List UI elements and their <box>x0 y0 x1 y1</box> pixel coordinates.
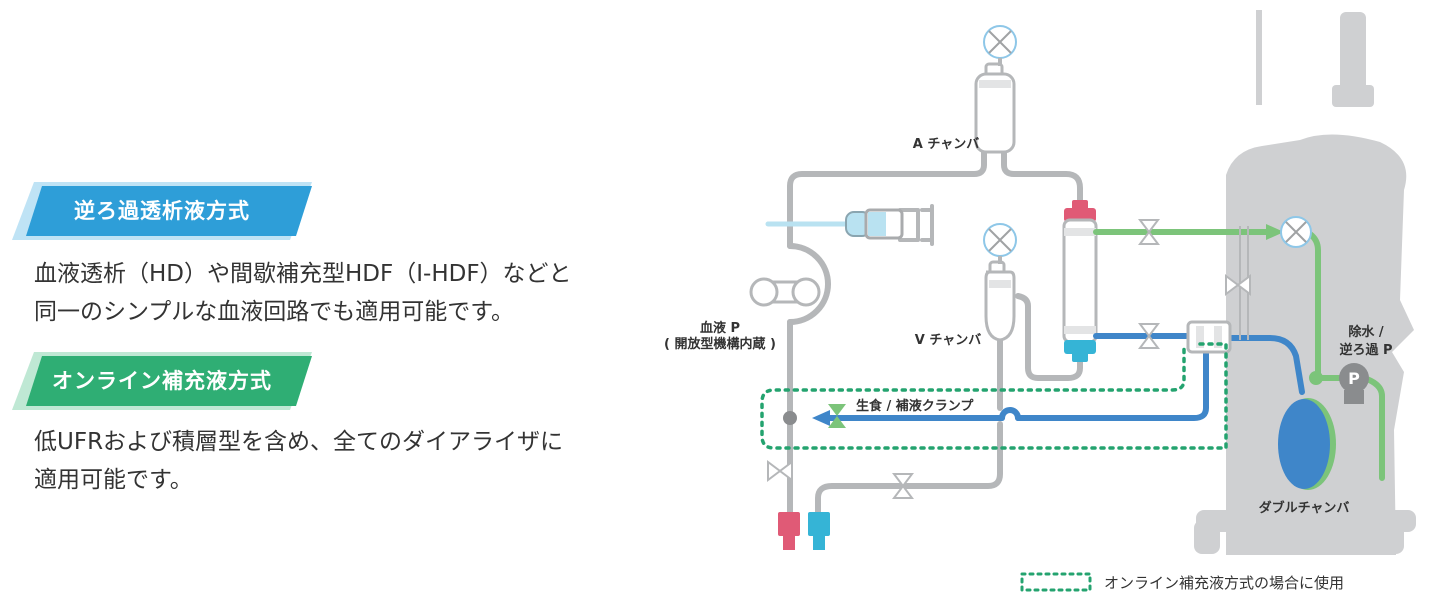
online-substitution-path <box>760 342 1228 450</box>
clamp-valve-icon <box>1138 219 1160 245</box>
v-chamber-label: V チャンバ <box>915 333 981 348</box>
description-line: 適用可能です。 <box>34 467 193 493</box>
method-badge-online-substitution: オンライン補充液方式 <box>12 352 312 410</box>
blood-pump-label: 血液 P <box>700 320 740 336</box>
legend-swatch <box>1020 572 1092 592</box>
double-chamber-label: ダブルチャンバ <box>1259 500 1350 516</box>
method-description: 低UFRおよび積層型を含め、全てのダイアライザに 適用可能です。 <box>34 423 563 499</box>
arrow-icon <box>812 410 830 426</box>
description-line: 同一のシンプルな血液回路でも適用可能です。 <box>34 299 515 325</box>
junction-dot <box>1309 371 1323 385</box>
venous-connector <box>808 512 830 550</box>
clamp-valve-icon <box>1225 274 1251 296</box>
badge-shape <box>12 182 312 240</box>
junction-dot <box>783 411 797 425</box>
pressure-monitor-icon <box>983 25 1017 59</box>
legend-text: オンライン補充液方式の場合に使用 <box>1104 574 1344 592</box>
method-title: オンライン補充液方式 <box>52 369 272 393</box>
description-line: 血液透析（HD）や間歇補充型HDF（I-HDF）などと <box>34 261 572 287</box>
blood-pump-icon <box>749 277 821 307</box>
pressure-monitor-icon <box>1280 216 1312 248</box>
method-description: 血液透析（HD）や間歇補充型HDF（I-HDF）などと 同一のシンプルな血液回路… <box>34 255 572 331</box>
arterial-connector <box>778 512 800 550</box>
dialyzer-icon <box>1062 200 1098 362</box>
junction-block <box>1186 320 1232 354</box>
syringe-icon <box>845 208 904 240</box>
method-badge-reverse-filtration: 逆ろ過透析液方式 <box>12 182 312 240</box>
pump-symbol: P <box>1348 369 1360 388</box>
dialysate-line-blue <box>827 333 1305 421</box>
uf-pump-icon: P <box>1339 363 1369 404</box>
clamp-valve-icon <box>1138 323 1160 349</box>
a-chamber-label: A チャンバ <box>913 137 979 152</box>
saline-clamp-icon <box>828 404 846 428</box>
badge-shape <box>12 352 312 410</box>
arrow-icon <box>1266 224 1284 240</box>
clamp-valve-icon <box>767 460 793 482</box>
uf-pump-label: 逆ろ過 P <box>1339 342 1392 358</box>
a-chamber <box>974 62 1016 154</box>
clamp-valve-icon <box>892 473 914 499</box>
method-title: 逆ろ過透析液方式 <box>74 199 250 223</box>
blood-line-gray <box>765 147 1083 515</box>
clamp-label: 生食 / 補液クランプ <box>856 398 974 414</box>
blood-pump-note: ( 開放型機構内蔵 ) <box>664 336 776 352</box>
uf-pump-label: 除水 / <box>1348 324 1384 340</box>
pressure-monitor-icon <box>983 223 1017 257</box>
description-line: 低UFRおよび積層型を含め、全てのダイアライザに <box>34 429 564 455</box>
v-chamber <box>984 260 1016 342</box>
double-chamber-icon <box>1278 398 1336 490</box>
